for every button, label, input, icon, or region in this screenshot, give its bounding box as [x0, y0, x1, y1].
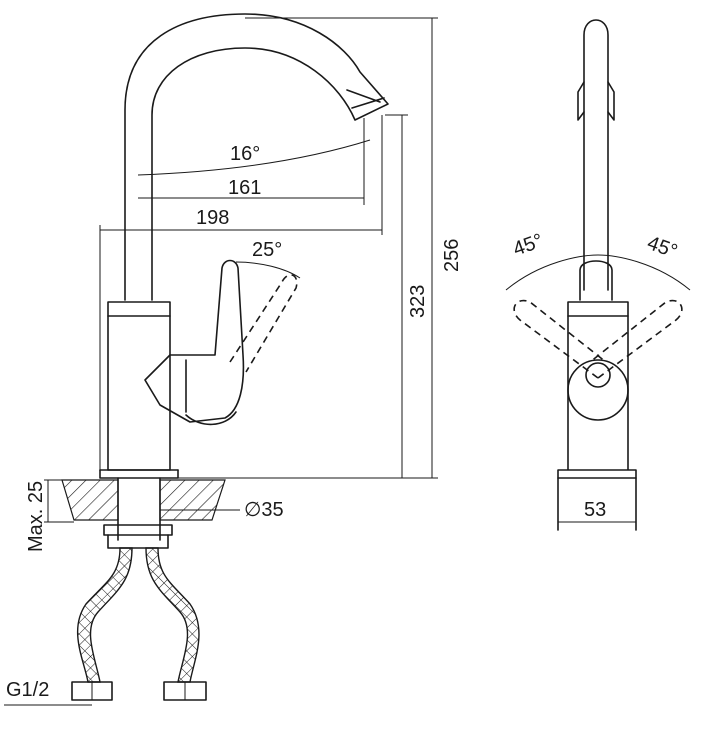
side-cartridge-inner [585, 362, 611, 388]
countertop-left [61, 479, 119, 521]
label-diameter-35: ∅35 [244, 499, 284, 521]
side-cartridge [567, 359, 629, 421]
fitting-right [163, 681, 207, 701]
hose-right [145, 547, 200, 683]
label-angle-45-right: 45° [644, 232, 680, 263]
fitting-left [71, 681, 113, 701]
front-view [61, 13, 389, 701]
nut [103, 524, 173, 536]
label-max-25: Max. 25 [25, 481, 47, 552]
label-256: 256 [441, 239, 463, 272]
label-161: 161 [228, 177, 261, 199]
label-198: 198 [196, 207, 229, 229]
side-view [505, 19, 691, 531]
side-spout [583, 19, 609, 291]
angle-45-arc [505, 254, 691, 291]
shank [117, 477, 161, 541]
lever-tilted-dashed [229, 274, 298, 373]
angle-16-arc [137, 139, 371, 176]
hose-left [77, 547, 133, 683]
faucet-body [107, 301, 171, 471]
spout-outlet [346, 89, 385, 109]
side-lever-right [589, 299, 683, 379]
angle-25-arc [235, 261, 301, 279]
side-lever-left [513, 299, 607, 379]
label-323: 323 [407, 285, 429, 318]
side-spout-outlet [577, 81, 585, 121]
side-base-ext [557, 477, 637, 531]
lever-handle [144, 259, 245, 423]
label-angle-16: 16° [230, 143, 260, 165]
label-53: 53 [584, 499, 606, 521]
labels: 16° 161 198 25° 323 256 Max. 25 ∅35 G1/2… [6, 143, 680, 701]
side-handle-top [579, 260, 613, 301]
side-body [557, 301, 637, 479]
nut-lower [107, 534, 169, 549]
spout-outline [124, 13, 389, 301]
base-ring [99, 469, 179, 479]
label-angle-45-left: 45° [510, 230, 546, 261]
label-g1-2: G1/2 [6, 679, 49, 701]
dimensions-front [4, 17, 438, 706]
lever-curve [185, 411, 237, 426]
side-spout-outlet-right [607, 81, 615, 121]
label-angle-25: 25° [252, 239, 282, 261]
countertop-right [159, 479, 226, 521]
